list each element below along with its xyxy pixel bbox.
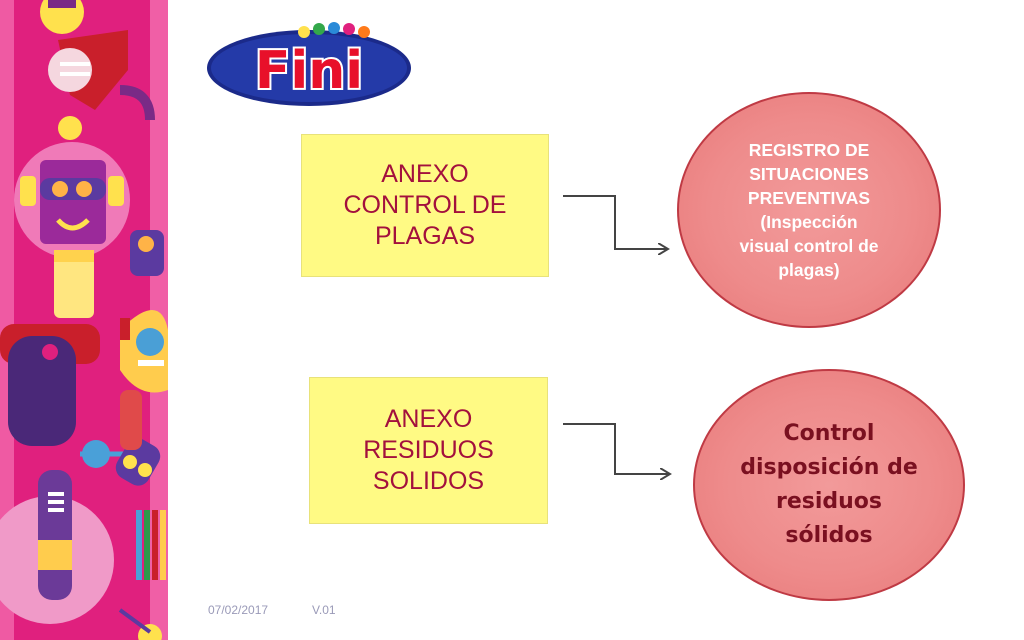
annex-solid-waste-box: ANEXO RESIDUOS SOLIDOS bbox=[309, 377, 548, 524]
box-text: ANEXO RESIDUOS SOLIDOS bbox=[363, 404, 494, 497]
box-line: ANEXO bbox=[381, 160, 469, 188]
ellipse-text: Control disposición de residuos sólidos bbox=[740, 417, 918, 553]
footer-version: V.01 bbox=[312, 603, 336, 617]
box-line: PLAGAS bbox=[374, 222, 476, 250]
ellipse-text: REGISTRO DE SITUACIONES PREVENTIVAS (Ins… bbox=[739, 138, 878, 282]
box-text: ANEXO CONTROL DE PLAGAS bbox=[344, 159, 507, 252]
fini-logo-graphic: Fini bbox=[207, 22, 411, 106]
ellipse-line: residuos bbox=[775, 489, 882, 514]
ellipse-line: sólidos bbox=[785, 523, 873, 548]
ellipse-line: plagas) bbox=[778, 260, 840, 280]
preventive-register-ellipse: REGISTRO DE SITUACIONES PREVENTIVAS (Ins… bbox=[677, 92, 941, 328]
ellipse-line: Control bbox=[783, 421, 875, 446]
arrow-to-preventive-register bbox=[563, 195, 668, 249]
ellipse-line: disposición de bbox=[740, 455, 918, 480]
box-line: RESIDUOS bbox=[363, 436, 494, 464]
box-line: CONTROL DE bbox=[343, 191, 507, 219]
ellipse-line: REGISTRO DE bbox=[748, 140, 870, 160]
fini-logo: Fini bbox=[205, 18, 413, 108]
ellipse-line: (Inspección bbox=[760, 212, 858, 232]
annex-pest-control-box: ANEXO CONTROL DE PLAGAS bbox=[301, 134, 549, 277]
ellipse-line: SITUACIONES bbox=[749, 164, 869, 184]
box-line: SOLIDOS bbox=[372, 467, 485, 495]
box-line: ANEXO bbox=[384, 405, 473, 433]
footer-date: 07/02/2017 bbox=[208, 603, 269, 617]
side-illustration bbox=[0, 0, 168, 640]
arrow-to-waste-control bbox=[563, 423, 670, 474]
logo-wordmark: Fini bbox=[255, 41, 363, 101]
ellipse-line: PREVENTIVAS bbox=[747, 188, 871, 208]
waste-disposal-control-ellipse: Control disposición de residuos sólidos bbox=[693, 369, 965, 601]
candy-robot-illustration bbox=[0, 0, 168, 640]
ellipse-line: visual control de bbox=[739, 236, 879, 256]
